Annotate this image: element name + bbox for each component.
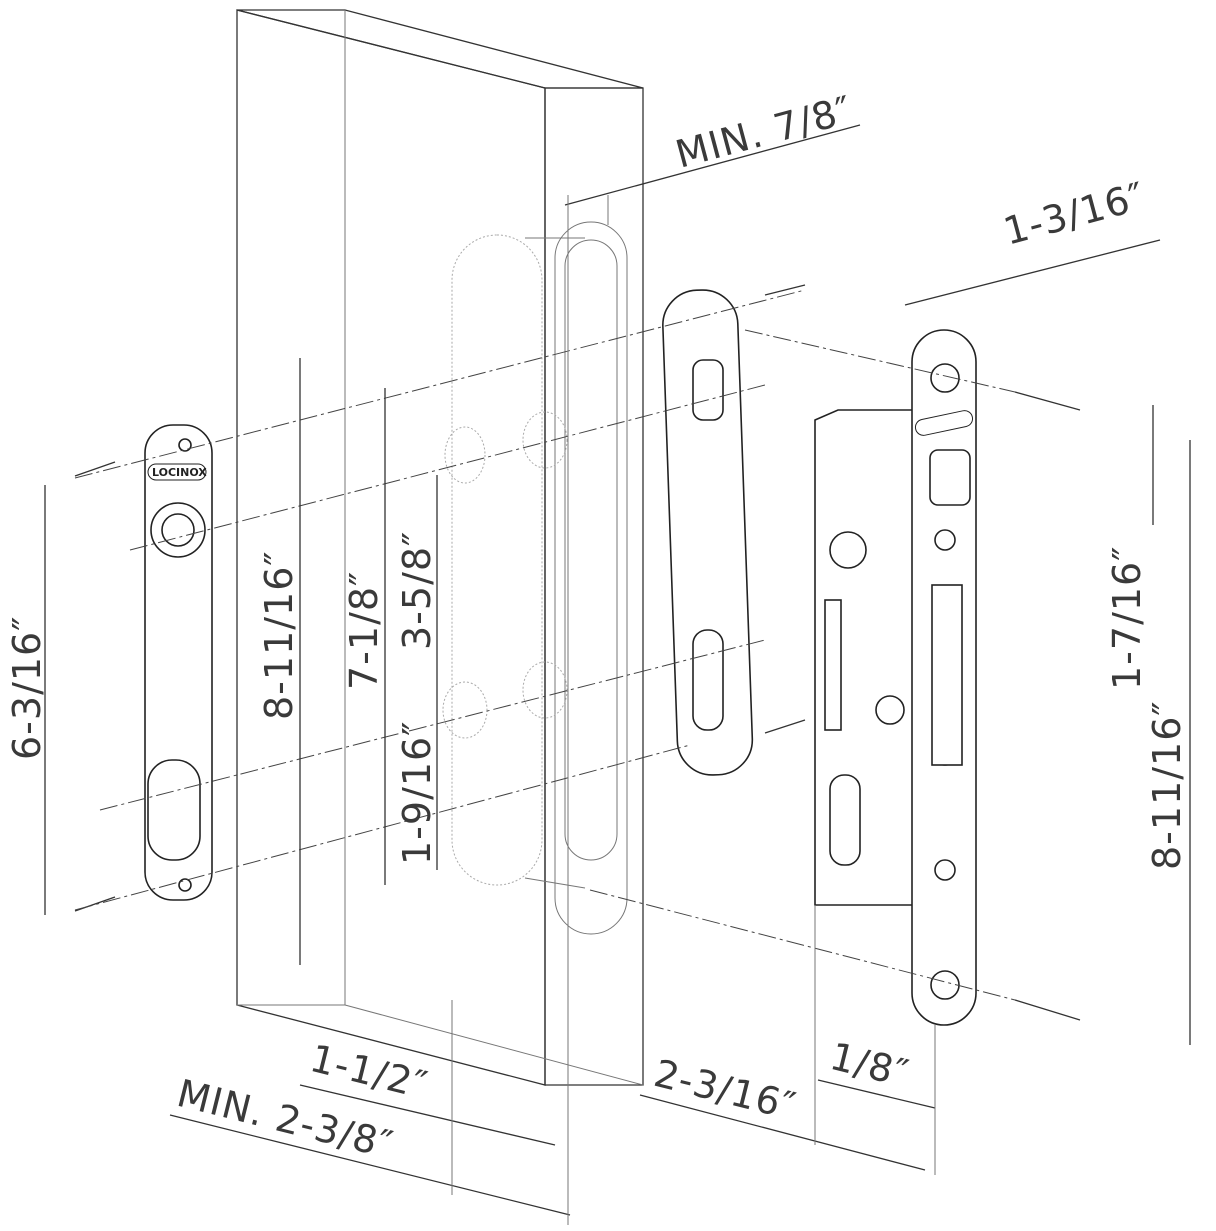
dim-outer-hole-spacing: 8-11/16″ xyxy=(257,550,301,720)
alignment-lines xyxy=(74,289,1016,1001)
brand-logo: LOCINOX xyxy=(152,466,207,479)
dim-profile-wall: 1-1/2″ xyxy=(306,1036,432,1108)
gate-profile xyxy=(236,9,644,1086)
dimension-lines xyxy=(44,124,1191,1225)
dim-inner-hole-spacing: 7-1/8″ xyxy=(342,571,386,690)
dim-cylinder-hole-height: 1-9/16″ xyxy=(395,721,439,865)
dim-handle-plate-screw-spacing: 6-3/16″ xyxy=(5,616,49,760)
dim-latch-offset: 1-7/16″ xyxy=(1105,546,1149,690)
dim-faceplate-thickness: 1/8″ xyxy=(826,1034,914,1096)
dim-faceplate-screw-spacing: 8-11/16″ xyxy=(1145,700,1189,870)
faceplate xyxy=(911,329,1081,1026)
dim-min-profile-depth: MIN. 7/8″ xyxy=(671,87,857,176)
profile-cutouts xyxy=(442,221,628,935)
dim-faceplate-width: 1-3/16″ xyxy=(999,174,1150,254)
lock-body xyxy=(814,409,916,906)
dim-handle-to-cylinder: 3-5/8″ xyxy=(395,531,439,650)
handle-plate: LOCINOX xyxy=(74,424,213,912)
backing-plate xyxy=(662,284,806,776)
